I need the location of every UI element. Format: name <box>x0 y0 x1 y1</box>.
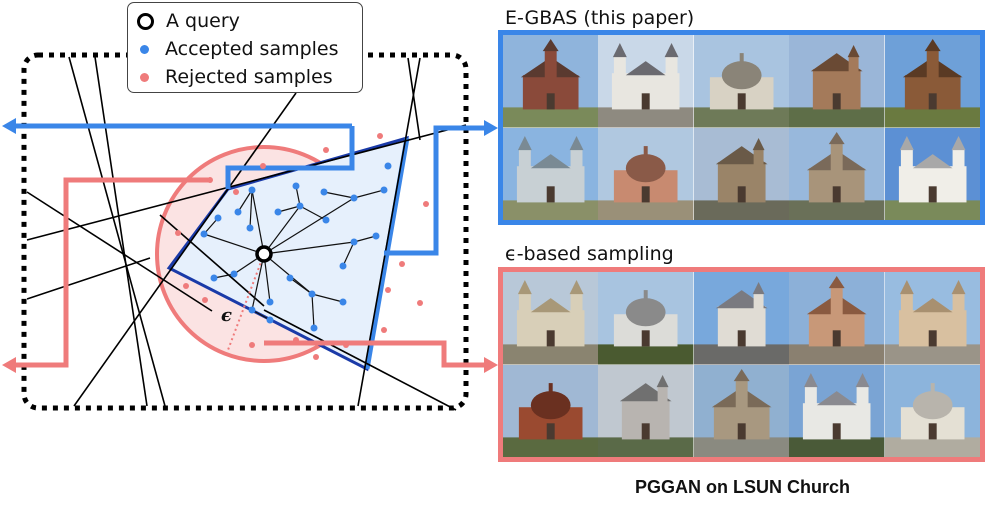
eps-church-image <box>503 272 599 365</box>
egbas-church-image <box>503 127 599 220</box>
eps-panel-title: ϵ-based sampling <box>505 243 674 265</box>
eps-church-image <box>598 272 694 365</box>
egbas-church-image <box>598 35 694 128</box>
legend-accepted-label: Accepted samples <box>165 38 339 60</box>
eps-church-image <box>503 364 599 457</box>
figure-caption: PGGAN on LSUN Church <box>635 477 850 497</box>
egbas-panel-title: E-GBAS (this paper) <box>505 7 695 29</box>
rejected-dot-icon <box>140 73 149 82</box>
egbas-church-image <box>789 35 885 128</box>
egbas-church-image <box>789 127 885 220</box>
rejected-arrowhead-left <box>2 357 16 373</box>
egbas-church-image <box>598 127 694 220</box>
egbas-church-image <box>884 127 980 220</box>
input-space-boundary <box>21 52 469 411</box>
accepted-arrowhead-right <box>484 120 498 136</box>
eps-church-image <box>884 364 980 457</box>
legend-rejected-label: Rejected samples <box>165 66 333 88</box>
eps-church-image <box>884 272 980 365</box>
eps-church-image <box>789 364 885 457</box>
egbas-image-panel <box>498 30 985 225</box>
rejected-arrow <box>14 177 486 368</box>
legend-item-rejected: Rejected samples <box>136 64 333 90</box>
epsilon-label: ϵ <box>221 305 232 326</box>
egbas-church-image <box>884 35 980 128</box>
accepted-samples <box>200 162 392 332</box>
legend-query-label: A query <box>166 10 240 32</box>
accepted-arrowhead-left <box>2 118 16 134</box>
legend-item-accepted: Accepted samples <box>136 36 339 62</box>
query-point <box>255 245 273 263</box>
eps-church-image <box>789 272 885 365</box>
egbas-church-image <box>503 35 599 128</box>
legend-item-query: A query <box>136 8 240 34</box>
eps-church-image <box>693 364 790 457</box>
eps-church-image <box>693 272 790 365</box>
eps-image-panel <box>498 267 985 462</box>
eps-church-image <box>598 364 694 457</box>
egbas-church-image <box>693 127 790 220</box>
egbas-church-image <box>693 35 790 128</box>
accepted-dot-icon <box>140 45 149 54</box>
rejected-samples <box>175 133 429 360</box>
rejected-arrowhead-right <box>484 357 498 373</box>
egbas-image-grid <box>503 35 980 220</box>
query-marker-icon <box>137 13 154 30</box>
graph-edges <box>203 185 385 329</box>
accepted-arrow <box>14 123 486 256</box>
eps-image-grid <box>503 272 980 457</box>
hyperplanes <box>26 56 467 411</box>
legend: A query Accepted samples Rejected sample… <box>127 2 363 93</box>
epsilon-radius <box>227 253 265 351</box>
